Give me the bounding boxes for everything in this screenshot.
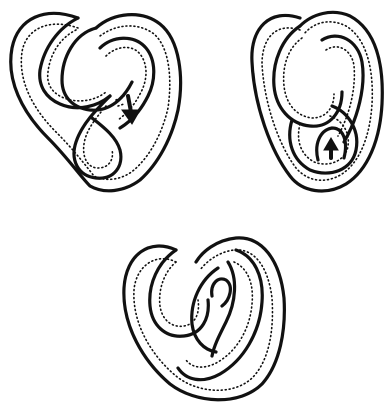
knot-strand-lower-loop-shade bbox=[84, 106, 113, 168]
knot-panel-top-right bbox=[252, 12, 382, 191]
knot-strand-outer bbox=[252, 12, 382, 191]
knot-strand-center-right bbox=[212, 262, 235, 356]
knot-panel-top-left bbox=[11, 13, 181, 190]
knot-panel-bottom bbox=[124, 238, 284, 400]
knot-strand-small-loop bbox=[212, 279, 231, 306]
knot-strand-left-loop bbox=[150, 250, 209, 336]
knot-strand-left-inner bbox=[40, 18, 110, 108]
knot-strand-center bbox=[192, 268, 218, 352]
knot-strand-middle bbox=[62, 28, 132, 110]
knot-strand-outer bbox=[11, 13, 181, 190]
arrow-up-icon bbox=[324, 138, 338, 150]
arrow-down-icon bbox=[122, 110, 140, 124]
